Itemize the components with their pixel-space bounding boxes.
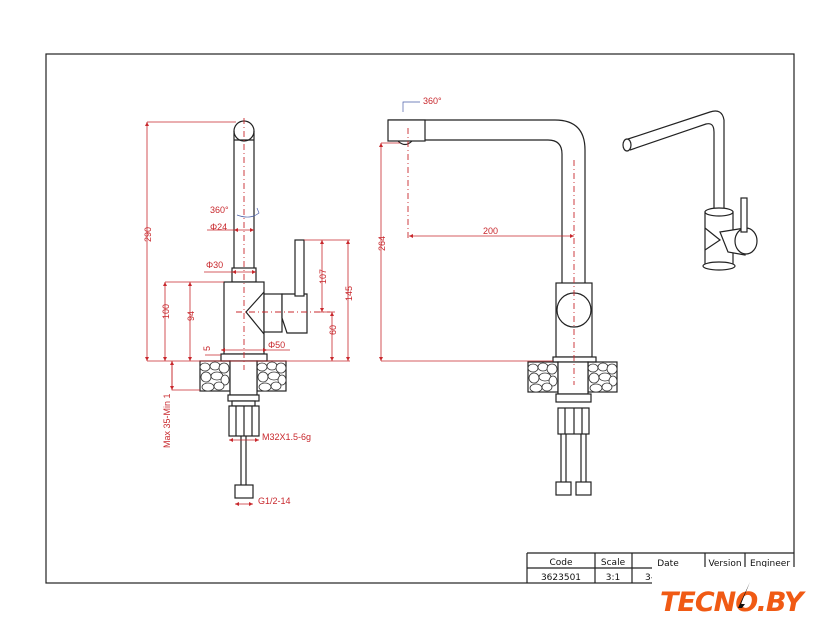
value-code: 3623501 xyxy=(541,573,581,583)
dim-thread: M32X1.5-6g xyxy=(262,432,311,442)
dim-handle-axis: 60 xyxy=(328,325,338,335)
header-date: Date xyxy=(657,559,679,569)
dim-pipe-diameter: Φ30 xyxy=(206,260,223,270)
dim-rotation: 360° xyxy=(210,205,229,215)
dim-spout-diameter: Φ24 xyxy=(210,222,227,232)
dim-countertop: Max 35-Min 1 xyxy=(162,393,172,448)
drawing-frame xyxy=(45,53,795,584)
dim-rotation-front: 360° xyxy=(423,96,442,106)
watermark-logo: TECNO.BY xyxy=(652,582,832,625)
dim-handle-height: 107 xyxy=(318,269,328,284)
front-view: 360° 200 264 xyxy=(377,96,618,496)
dim-hose-thread: G1/2-14 xyxy=(258,496,291,506)
title-block: Code Scale Date Version Engineer 3623501… xyxy=(526,552,802,597)
dim-spout-reach: 200 xyxy=(483,226,498,236)
lightning-icon xyxy=(733,582,750,620)
dim-body-height-inner: 94 xyxy=(186,311,196,321)
dim-body-height: 100 xyxy=(161,304,171,319)
dim-base-diameter: Φ50 xyxy=(268,340,285,350)
value-scale: 3:1 xyxy=(606,573,620,583)
header-code: Code xyxy=(549,558,573,568)
dim-spout-height: 264 xyxy=(377,236,387,251)
dim-lever-total: 145 xyxy=(344,286,354,301)
dim-base-offset: 5 xyxy=(202,346,212,351)
value-date: 3- xyxy=(645,573,654,583)
header-engineer: Engineer xyxy=(750,559,790,569)
dim-height-total: 290 xyxy=(143,227,153,242)
side-view: 360° Φ24 Φ30 5 Φ50 M32X1.5-6g G1/2-14 29… xyxy=(143,118,354,506)
watermark-text: TECNO.BY xyxy=(660,587,804,618)
isometric-view xyxy=(622,110,758,271)
header-version: Version xyxy=(708,559,741,569)
header-scale: Scale xyxy=(601,558,626,568)
